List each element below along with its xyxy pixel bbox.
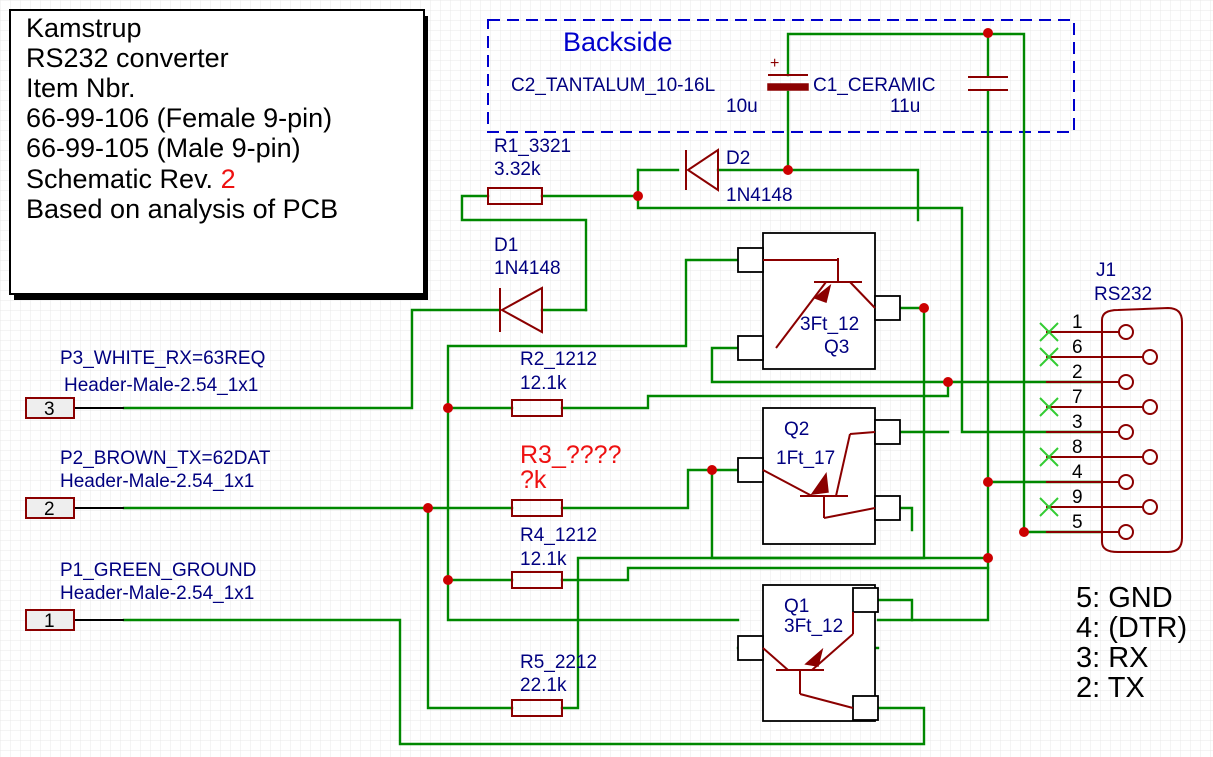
title-line-1: Kamstrup [26, 13, 142, 43]
transistor-q3 [737, 232, 901, 370]
title-line-5: 66-99-105 (Male 9-pin) [26, 133, 301, 163]
q2-value: 1Ft_17 [776, 448, 835, 469]
title-line-6: Schematic Rev. 2 [26, 164, 236, 194]
c2-polarity: + [770, 55, 779, 72]
rs232-pin-2: 2 [1046, 362, 1134, 390]
transistor-q2 [737, 407, 901, 545]
j1-value: RS232 [1094, 284, 1152, 305]
title-rev-label: Schematic Rev. [26, 164, 221, 194]
header-p1-footprint: Header-Male-2.54_1x1 [60, 583, 254, 604]
r4-value: 12.1k [520, 549, 567, 570]
title-line-4: 66-99-106 (Female 9-pin) [26, 103, 332, 133]
no-connect-mark [1039, 347, 1059, 367]
q2-name: Q2 [784, 419, 809, 440]
header-p2-footprint: Header-Male-2.54_1x1 [60, 471, 254, 492]
rs232-pin-4: 4 [1046, 462, 1134, 490]
diode-d2 [685, 148, 719, 192]
rs232-pin-6: 6 [1039, 337, 1158, 367]
resistor-r1 [487, 187, 543, 205]
r3-name: R3_???? [520, 441, 621, 469]
no-connect-mark [1039, 497, 1059, 517]
rs232-pin-label: 5 [1072, 512, 1083, 533]
backside-dashed-frame [487, 19, 1075, 133]
no-connect-mark [1039, 322, 1059, 342]
j1-name: J1 [1096, 260, 1116, 281]
header-p2-pin: 2 [44, 499, 55, 520]
title-line-7: Based on analysis of PCB [26, 194, 338, 224]
backside-label: Backside [563, 27, 673, 57]
title-rev-number: 2 [221, 164, 236, 194]
junctions [423, 28, 1029, 585]
title-line-3: Item Nbr. [26, 73, 136, 103]
resistor-r5 [511, 699, 563, 717]
d2-value: 1N4148 [726, 185, 793, 206]
q1-name: Q1 [784, 596, 809, 617]
rs232-pin-label: 8 [1072, 437, 1083, 458]
header-p2-name: P2_BROWN_TX=62DAT [60, 448, 271, 469]
transistor-q1 [737, 584, 879, 722]
c1-value: 11u [890, 96, 920, 117]
no-connect-mark [1039, 447, 1059, 467]
legend-line-2: 4: (DTR) [1076, 612, 1187, 644]
r1-value: 3.32k [494, 159, 541, 180]
r5-name: R5_2212 [520, 652, 597, 673]
header-p2: 2 [25, 497, 75, 520]
rs232-pin-label: 4 [1072, 462, 1083, 483]
pin-legend: 5: GND 4: (DTR) 3: RX 2: TX [1076, 582, 1187, 704]
diode-d1 [499, 286, 543, 334]
header-p3-pin: 3 [44, 399, 55, 420]
r4-name: R4_1212 [520, 525, 597, 546]
title-block: Kamstrup RS232 converter Item Nbr. 66-99… [9, 9, 428, 300]
q3-value: 3Ft_12 [800, 314, 859, 335]
rs232-pin-7: 7 [1039, 387, 1158, 417]
r2-value: 12.1k [520, 373, 567, 394]
c2-value: 10u [726, 96, 758, 117]
header-p3-footprint: Header-Male-2.54_1x1 [64, 375, 258, 396]
resistor-r4 [511, 571, 563, 589]
rs232-pin-5: 5 [1046, 512, 1134, 540]
rs232-pin-8: 8 [1039, 437, 1158, 467]
backside-region: Backside C2_TANTALUM_10-16L 10u C1_CERAM… [487, 19, 1075, 133]
rs232-pin-label: 7 [1072, 387, 1083, 408]
rs232-pin-3: 3 [1046, 412, 1134, 440]
rs232-pin-1: 1 [1039, 312, 1134, 342]
no-connect-mark [1039, 397, 1059, 417]
resistor-r3 [511, 499, 563, 517]
rs232-pin-label: 9 [1072, 487, 1083, 508]
rs232-pin-label: 1 [1072, 312, 1083, 333]
legend-line-1: 5: GND [1076, 582, 1173, 614]
c2-name: C2_TANTALUM_10-16L [511, 75, 715, 96]
legend-line-4: 2: TX [1076, 672, 1145, 704]
r1-name: R1_3321 [494, 136, 571, 157]
header-p3: 3 [25, 397, 75, 420]
d2-name: D2 [726, 148, 750, 169]
title-block-frame [9, 9, 425, 295]
rs232-connector [1101, 306, 1183, 553]
header-p1: 1 [25, 609, 75, 632]
rs232-pin-9: 9 [1039, 487, 1158, 517]
rs232-pin-label: 2 [1072, 362, 1083, 383]
r5-value: 22.1k [520, 675, 567, 696]
header-p1-pin: 1 [44, 611, 55, 632]
r2-name: R2_1212 [520, 349, 597, 370]
title-line-2: RS232 converter [26, 43, 229, 73]
resistor-r2 [511, 399, 563, 417]
rs232-pins: 1 6 2 7 3 8 4 9 5 [1039, 312, 1158, 540]
rs232-pin-label: 6 [1072, 337, 1083, 358]
header-p1-name: P1_GREEN_GROUND [60, 560, 256, 581]
r3-value: ?k [520, 466, 547, 494]
capacitor-c1 [968, 76, 1008, 91]
d1-value: 1N4148 [494, 258, 561, 279]
header-p3-name: P3_WHITE_RX=63REQ [60, 348, 265, 369]
q1-value: 3Ft_12 [784, 616, 843, 637]
d1-name: D1 [494, 235, 518, 256]
capacitor-c2: + [767, 55, 809, 91]
c1-name: C1_CERAMIC [813, 75, 935, 96]
q3-name: Q3 [824, 337, 849, 358]
legend-line-3: 3: RX [1076, 642, 1149, 674]
rs232-pin-label: 3 [1072, 412, 1083, 433]
